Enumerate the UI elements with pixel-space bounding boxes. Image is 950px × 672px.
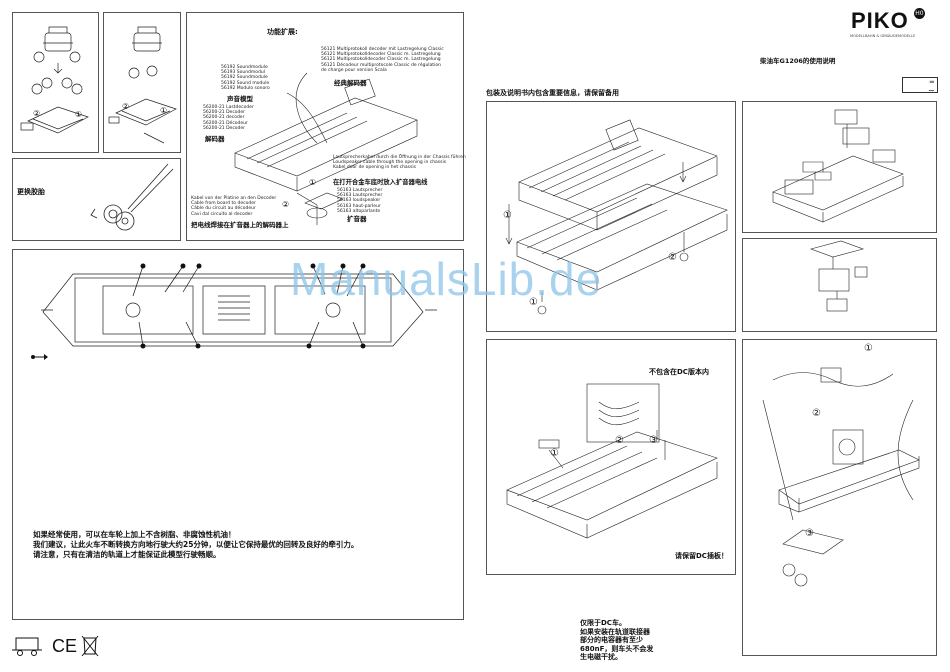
traction-tyre-panel: 更换胶胎	[12, 158, 181, 241]
chassis-install-text: Lautsprecherkabel durch die Öffnung in d…	[333, 155, 466, 171]
watermark: ManualsLib.de	[290, 253, 603, 305]
footer-icons: CE	[12, 635, 99, 657]
svg-text:②: ②	[122, 102, 129, 111]
traction-tyre-drawing	[90, 163, 174, 231]
step-marker: ①	[503, 210, 512, 221]
step-marker: ②	[668, 252, 677, 263]
step-marker: ①	[550, 448, 559, 459]
ac-symbol: ∼	[928, 86, 935, 95]
locomotive-icon	[12, 637, 42, 656]
piko-logo: PIKO H0	[851, 8, 925, 33]
speaker-label: 扩音器	[347, 215, 367, 223]
cab-detail-drawing	[810, 240, 868, 312]
exploded-view-panel	[742, 101, 937, 233]
motor-wiring-panel: ① ② ③	[742, 339, 937, 656]
sound-label: 声音模型	[227, 95, 253, 103]
piko-tagline: MODELLBAHN & GEBÄUDEMODELLE	[850, 34, 916, 38]
step-marker: ③	[805, 528, 814, 539]
dc-plug-panel: 不包含在DC版本内 ① ② ③ 请保留DC插板！	[486, 339, 736, 575]
body-removal-drawing	[505, 119, 728, 315]
manual-title: 柴油车G1206的使用说明	[760, 57, 836, 65]
solder-label: 把电线焊接在扩音器上的解码器上	[191, 221, 289, 229]
step-marker: ①	[529, 297, 538, 308]
svg-text:①: ①	[75, 110, 82, 119]
functions-title: 功能扩展:	[267, 28, 298, 36]
ce-mark: CE	[52, 636, 77, 656]
current-symbols: ═	[902, 77, 938, 93]
dc-plug-drawing	[506, 383, 718, 539]
body-removal-panel: ① ① ②	[486, 101, 736, 332]
locomotive-sound-drawing: ①②	[234, 72, 418, 225]
lubrication-line-2: 我们建议，让此火车不断转换方向地行驶大约25分钟，以便让它保持最优的回转及良好的…	[33, 540, 359, 549]
motor-wiring-drawing	[762, 367, 920, 587]
lubrication-panel: 如果经常使用，可以在车轮上加上不含树脂、非腐蚀性机油！ 我们建议，让此火车不断转…	[12, 249, 464, 620]
chassis-top-view-drawing	[31, 263, 437, 360]
not-in-dc-label: 不包含在DC版本内	[649, 368, 709, 376]
dc-only-note: 仅限于DC车。 如果安装在轨道联接器 部分的电容器有至少 680nF，则车头不会…	[580, 619, 654, 661]
svg-text:①: ①	[309, 178, 316, 187]
step-marker: ②	[812, 408, 821, 419]
step-marker: ②	[615, 435, 624, 446]
cab-detail-panel	[742, 238, 937, 332]
function-extension-panel: 功能扩展: 56121 Multiprotokoll decoder mit L…	[186, 12, 466, 241]
exploded-body-drawing	[772, 109, 904, 223]
svg-text:②: ②	[33, 109, 40, 118]
classic-parts-text: 56121 Multiprotokoll decoder mit Lastreg…	[321, 47, 444, 73]
svg-text:①: ①	[160, 106, 167, 115]
dc-symbol: ═	[929, 78, 934, 86]
classic-label: 经典解码器	[334, 79, 367, 87]
decoder-label: 解码器	[205, 135, 225, 143]
lubrication-line-3: 请注意，只有在清洁的轨道上才能保证此模型行驶畅顺。	[33, 550, 221, 559]
lubrication-line-1: 如果经常使用，可以在车轮上加上不含树脂、非腐蚀性机油！	[33, 530, 236, 539]
svg-text:②: ②	[282, 200, 289, 209]
chassis-install-label: 在打开合金车底时放入扩音器电线	[333, 179, 428, 186]
traction-title: 更换胶胎	[17, 188, 45, 196]
keep-notice: 包装及说明书内包含重要信息，请保留备用	[486, 89, 619, 97]
keep-dc-plug-label: 请保留DC插板！	[675, 552, 728, 560]
step-marker: ③	[649, 435, 658, 446]
weee-bin-icon	[81, 635, 99, 657]
step-marker: ①	[864, 343, 873, 354]
